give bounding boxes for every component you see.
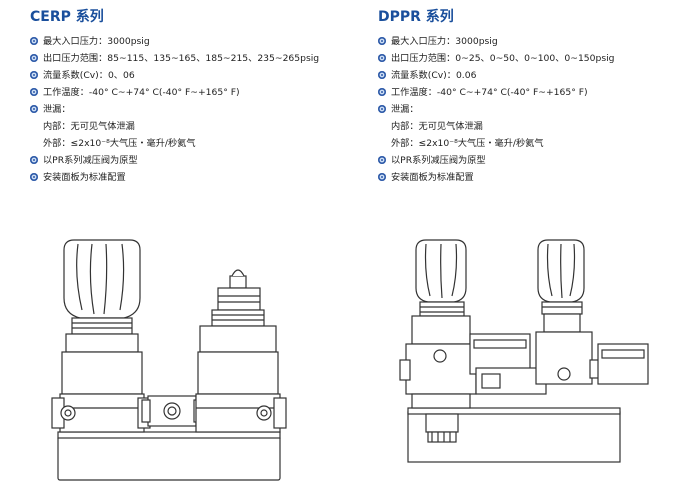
spec-leakage-external: 外部：≤2x10⁻⁸大气压・毫升/秒氦气 — [43, 138, 196, 149]
bullet-icon — [378, 156, 386, 164]
spec-outlet-pressure-range: 出口压力范围：0~25、0~50、0~100、0~150psig — [378, 50, 688, 67]
bullet-icon — [30, 71, 38, 79]
bullet-icon — [30, 156, 38, 164]
spec-flow-coefficient: 流量系数(Cv)：0.06 — [378, 67, 688, 84]
dppr-section: DPPR 系列 最大入口压力：3000psig 出口压力范围：0~25、0~50… — [378, 8, 688, 186]
spec-leakage: 泄漏： — [30, 101, 360, 118]
cerp-title: CERP 系列 — [30, 9, 104, 25]
cerp-section: CERP 系列 最大入口压力：3000psig 出口压力范围：85~115、13… — [30, 8, 360, 186]
cerp-regulator-illustration — [51, 239, 287, 481]
spec-prototype: 以PR系列减压阀为原型 — [378, 152, 688, 169]
bullet-icon — [378, 88, 386, 96]
spec-leakage: 泄漏： — [378, 101, 688, 118]
regulator-cap — [211, 269, 265, 327]
spec-max-inlet-pressure: 最大入口压力：3000psig — [378, 33, 688, 50]
bullet-icon — [378, 173, 386, 181]
spec-leakage-external: 外部：≤2x10⁻⁸大气压・毫升/秒氦气 — [391, 138, 544, 149]
spec-operating-temperature: 工作温度：-40° C~+74° C(-40° F~+165° F) — [30, 84, 360, 101]
spec-mounting-panel: 安装面板为标准配置 — [378, 169, 688, 186]
center-connector — [141, 395, 203, 427]
spec-prototype: 以PR系列减压阀为原型 — [30, 152, 360, 169]
bullet-icon — [30, 88, 38, 96]
spec-leakage-internal: 内部：无可见气体泄漏 — [391, 121, 483, 132]
pressure-gauge-right — [597, 343, 649, 385]
cerp-spec-list: 最大入口压力：3000psig 出口压力范围：85~115、135~165、18… — [30, 33, 360, 186]
bullet-icon — [30, 105, 38, 113]
mounting-plate — [57, 431, 281, 481]
regulator-handle-knob-right — [537, 239, 585, 315]
pressure-gauge-left — [469, 333, 531, 375]
regulator-handle-knob — [63, 239, 141, 335]
regulator-body-right — [195, 325, 287, 433]
spec-mounting-panel: 安装面板为标准配置 — [30, 169, 360, 186]
bullet-icon — [378, 54, 386, 62]
bullet-icon — [30, 37, 38, 45]
bullet-icon — [378, 105, 386, 113]
center-connector — [475, 367, 547, 395]
spec-operating-temperature: 工作温度：-40° C~+74° C(-40° F~+165° F) — [378, 84, 688, 101]
regulator-handle-knob — [415, 239, 467, 317]
bullet-icon — [30, 54, 38, 62]
spec-leakage-internal: 内部：无可见气体泄漏 — [43, 121, 135, 132]
dppr-regulator-illustration — [399, 239, 649, 463]
regulator-body-right — [535, 313, 601, 385]
regulator-body — [51, 333, 151, 433]
spec-flow-coefficient: 流量系数(Cv)：0、06 — [30, 67, 360, 84]
spec-outlet-pressure-range: 出口压力范围：85~115、135~165、185~215、235~265psi… — [30, 50, 360, 67]
spec-max-inlet-pressure: 最大入口压力：3000psig — [30, 33, 360, 50]
dppr-title: DPPR 系列 — [378, 9, 454, 25]
regulator-body — [399, 315, 477, 443]
dppr-spec-list: 最大入口压力：3000psig 出口压力范围：0~25、0~50、0~100、0… — [378, 33, 688, 186]
bullet-icon — [378, 37, 386, 45]
bullet-icon — [30, 173, 38, 181]
bullet-icon — [378, 71, 386, 79]
